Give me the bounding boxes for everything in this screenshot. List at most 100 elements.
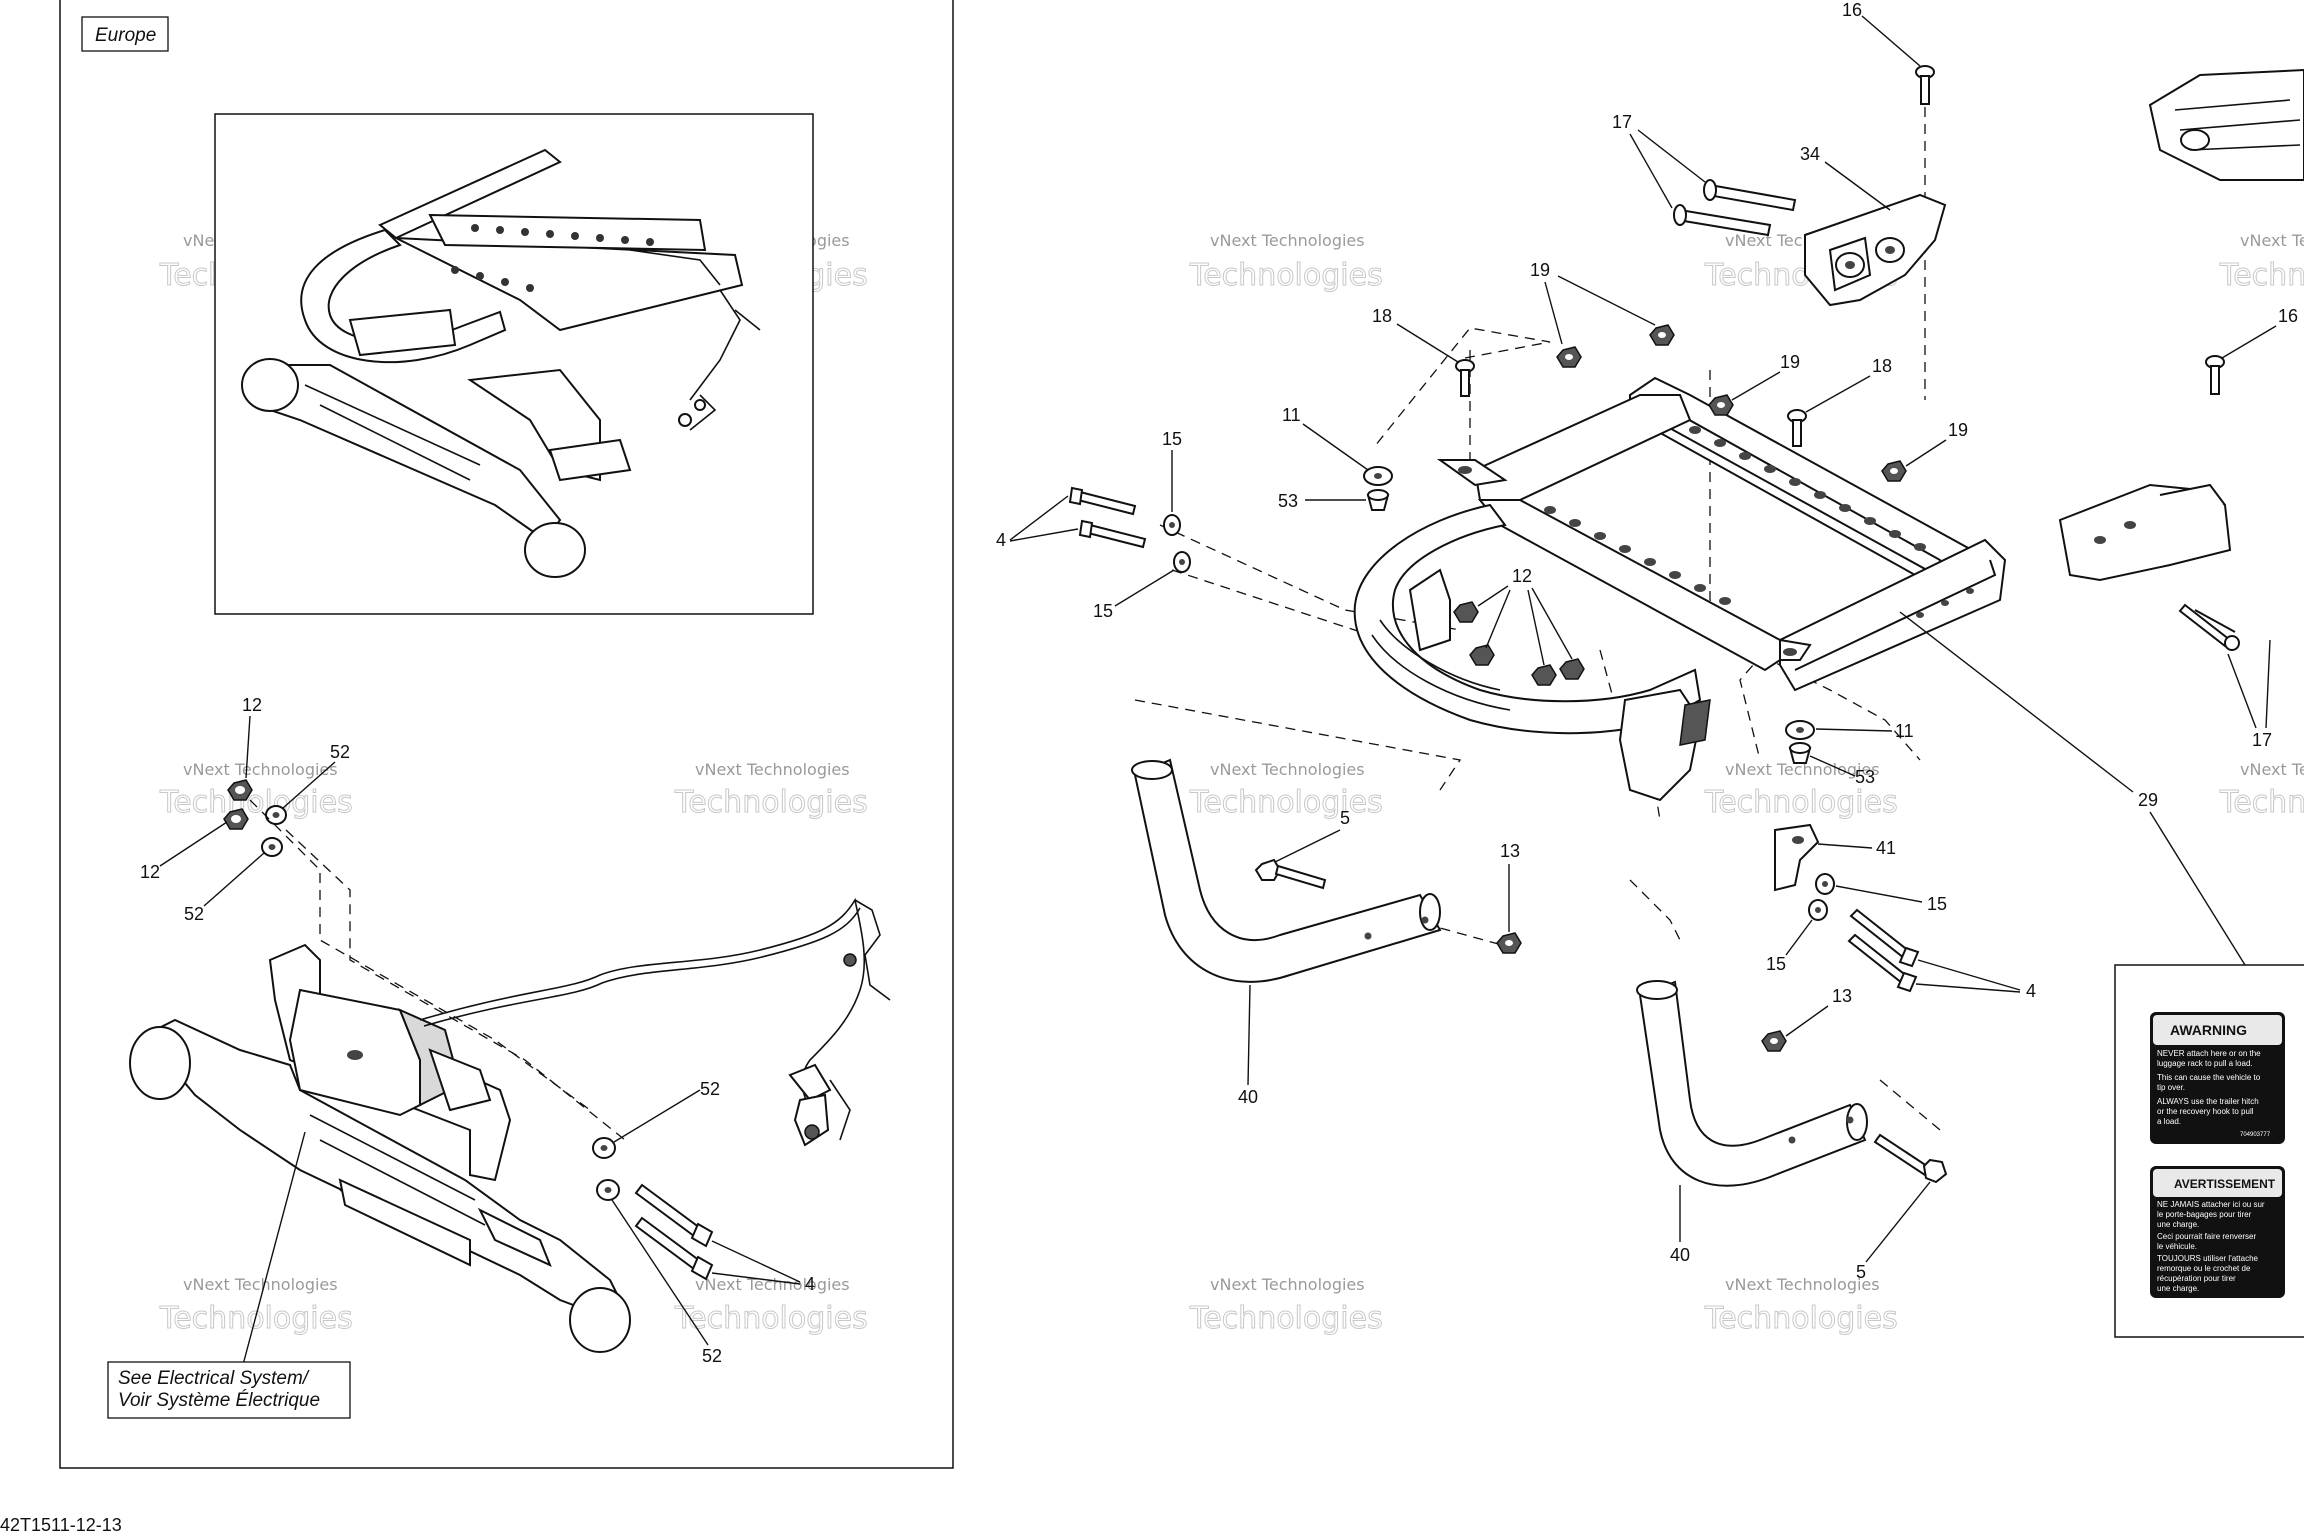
watermark: vNext Technologies Technologies bbox=[674, 760, 869, 821]
avertissement-decal-line: récupération pour tirer bbox=[2157, 1274, 2236, 1283]
europe-panel: Europe bbox=[59, 0, 954, 1469]
nut-12-c bbox=[1531, 664, 1557, 686]
electrical-note-line1: See Electrical System/ bbox=[118, 1368, 310, 1389]
svg-text:Technologies: Technologies bbox=[1189, 1301, 1383, 1336]
pin-17-upper bbox=[1703, 179, 1797, 212]
rack-frame-29 bbox=[1353, 376, 2007, 802]
callout-4-b: 4 bbox=[2026, 981, 2036, 1001]
avertissement-decal-line: Ceci pourrait faire renverser bbox=[2157, 1232, 2256, 1241]
callout-17-top: 17 bbox=[1612, 112, 1632, 132]
warning-decal-line: ALWAYS use the trailer hitch bbox=[2157, 1097, 2259, 1106]
warning-decal-line: a load. bbox=[2157, 1117, 2181, 1126]
svg-text:Technologies: Technologies bbox=[2219, 785, 2304, 820]
callout-17-right: 17 bbox=[2252, 730, 2272, 750]
svg-text:Technologies: Technologies bbox=[1189, 785, 1383, 820]
svg-text:vNext Technologies: vNext Technologies bbox=[2240, 760, 2304, 779]
callout-16-right: 16 bbox=[2278, 306, 2298, 326]
side-bracket-right bbox=[2058, 483, 2232, 582]
callout-12-mid: 12 bbox=[140, 862, 160, 882]
tool-kit-partial bbox=[2148, 68, 2304, 181]
callout-12-right: 12 bbox=[1512, 566, 1532, 586]
callout-16-top: 16 bbox=[1842, 0, 1862, 20]
watermark: vNext Technologies Technologies bbox=[1189, 1275, 1384, 1337]
bracket-41 bbox=[1774, 823, 1820, 892]
bolt-17-right-a bbox=[2178, 603, 2240, 651]
bolt-4-lower bbox=[634, 1216, 714, 1281]
callout-15-a: 15 bbox=[1162, 429, 1182, 449]
nut-12-a bbox=[1453, 601, 1479, 623]
rack-exploded-view: AWARNING NEVER attach here or on the lug… bbox=[996, 0, 2304, 1338]
nut-12-mid bbox=[223, 808, 249, 830]
callout-15-c: 15 bbox=[1927, 894, 1947, 914]
callout-4-left: 4 bbox=[805, 1274, 815, 1294]
callout-19-a: 19 bbox=[1530, 260, 1550, 280]
spacer-53-upper bbox=[1366, 489, 1390, 511]
avertissement-decal-line: TOUJOURS utiliser l'attache bbox=[2157, 1254, 2259, 1263]
svg-text:vNext Technologies: vNext Technologies bbox=[1210, 1275, 1365, 1294]
avertissement-decal-line: une charge. bbox=[2157, 1284, 2199, 1293]
watermark: vNext Technologies Technologies bbox=[674, 1275, 869, 1337]
callout-13-b: 13 bbox=[1832, 986, 1852, 1006]
callout-52-mid: 52 bbox=[184, 904, 204, 924]
document-code: 42T1511-12-13 bbox=[0, 1515, 122, 1535]
washer-52-top bbox=[265, 805, 287, 825]
avertissement-decal-line: le véhicule. bbox=[2157, 1242, 2197, 1251]
bracket-34 bbox=[1804, 193, 1947, 307]
bolt-4-upper-right bbox=[1068, 486, 1137, 516]
avertissement-decal-line: NE JAMAIS attacher ici ou sur bbox=[2157, 1200, 2265, 1209]
svg-text:vNext Technologies: vNext Technologies bbox=[695, 760, 850, 779]
callout-11-b: 11 bbox=[1895, 721, 1914, 741]
washer-52-lower bbox=[592, 1137, 616, 1159]
washer-11-upper bbox=[1363, 466, 1393, 486]
callout-5-b: 5 bbox=[1856, 1262, 1866, 1282]
watermark: vNext Technologies Technologies bbox=[1189, 231, 1384, 294]
watermark: vNext Technologies Technologies bbox=[159, 1275, 354, 1337]
washer-52-mid bbox=[261, 837, 283, 857]
nut-19-b bbox=[1649, 324, 1675, 346]
hitch-bracket-illustration bbox=[129, 779, 891, 1353]
callout-12-top: 12 bbox=[242, 695, 262, 715]
callout-40-a: 40 bbox=[1238, 1087, 1258, 1107]
region-label-box bbox=[81, 16, 169, 52]
bolt-4-upper bbox=[634, 1183, 714, 1248]
washer-11-lower bbox=[1785, 720, 1815, 740]
bolt-5-left bbox=[1254, 858, 1327, 890]
right-callouts: 16 17 34 19 18 19 18 19 15 11 53 bbox=[996, 0, 2298, 1282]
screw-18-left bbox=[1455, 359, 1475, 397]
nut-19-c bbox=[1708, 394, 1734, 416]
electrical-note-box bbox=[107, 1361, 351, 1419]
watermark: vNext Technologies Technologies bbox=[2219, 760, 2304, 821]
svg-text:vNext Technologies: vNext Technologies bbox=[1210, 760, 1365, 779]
bolt-4-lower-right bbox=[1078, 519, 1147, 549]
avertissement-decal-line: une charge. bbox=[2157, 1220, 2199, 1229]
callout-15-d: 15 bbox=[1766, 954, 1786, 974]
avertissement-decal: AVERTISSEMENT NE JAMAIS attacher ici ou … bbox=[2150, 1166, 2285, 1298]
screw-16-right bbox=[2205, 355, 2225, 395]
callout-52-lower: 52 bbox=[700, 1079, 720, 1099]
bolt-17-right-b bbox=[2194, 609, 2236, 633]
svg-text:Technologies: Technologies bbox=[2219, 258, 2304, 293]
svg-text:Technologies: Technologies bbox=[1189, 258, 1383, 293]
svg-text:vNext Technologies: vNext Technologies bbox=[183, 760, 338, 779]
svg-text:Technologies: Technologies bbox=[1704, 1301, 1898, 1336]
avertissement-decal-title: AVERTISSEMENT bbox=[2174, 1177, 2276, 1191]
callout-11-a: 11 bbox=[1282, 405, 1301, 425]
svg-text:vNext Technologies: vNext Technologies bbox=[183, 1275, 338, 1294]
washer-15-b bbox=[1173, 551, 1191, 573]
electrical-note-line2: Voir Système Électrique bbox=[118, 1390, 320, 1411]
callout-19-b: 19 bbox=[1780, 352, 1800, 372]
callout-40-b: 40 bbox=[1670, 1245, 1690, 1265]
bolt-4-right-lower bbox=[1847, 933, 1918, 993]
warning-decal-line: This can cause the vehicle to bbox=[2157, 1073, 2261, 1082]
screw-18-right bbox=[1787, 409, 1807, 447]
warning-decal-code: 704903777 bbox=[2240, 1132, 2271, 1138]
callout-34: 34 bbox=[1800, 144, 1820, 164]
svg-text:vNext Technologies: vNext Technologies bbox=[1725, 1275, 1880, 1294]
watermark: vNext Technologies Technologies bbox=[1189, 760, 1384, 821]
assembled-rack-illustration bbox=[241, 148, 761, 578]
callout-18-a: 18 bbox=[1372, 306, 1392, 326]
watermark: vNext Technologies Technologies bbox=[1704, 1275, 1899, 1337]
spacer-53-lower bbox=[1788, 742, 1812, 764]
avertissement-decal-line: le porte-bagages pour tirer bbox=[2157, 1210, 2252, 1219]
